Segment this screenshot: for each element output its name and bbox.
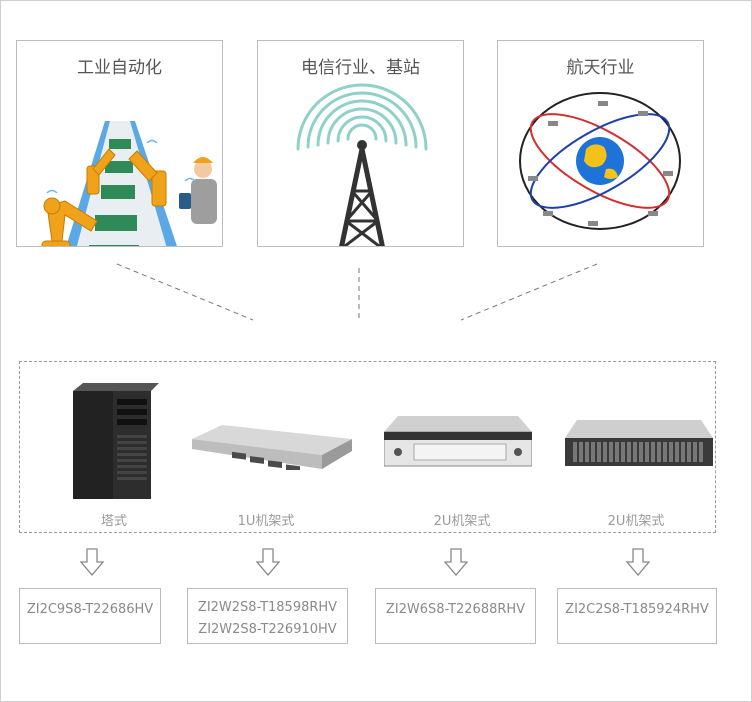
server-label-2u-storage: 2U机架式 [607,514,665,529]
model-name: ZI2W2S8-T18598RHV [197,600,338,615]
rack-2u-server-icon [384,416,532,467]
industry-card-automation: 工业自动化 [16,40,223,247]
model-box-2u-storage: ZI2C2S8-T185924RHV [557,588,717,644]
industry-card-telecom: 电信行业、基站 [257,40,464,247]
model-box-2u: ZI2W6S8-T22688RHV [375,588,536,644]
industry-title: 航天行业 [566,58,635,78]
down-arrow-icon [626,548,650,576]
server-label-tower: 塔式 [100,514,127,529]
model-name: ZI2C2S8-T185924RHV [565,602,709,617]
model-name: ZI2W2S8-T226910HV [198,622,337,637]
model-box-tower: ZI2C9S8-T22686HV [19,588,161,644]
down-arrow-icon [444,548,468,576]
server-label-2u: 2U机架式 [433,514,491,529]
rack-2u-storage-server-icon [565,420,713,466]
industry-title: 工业自动化 [77,58,162,78]
signal-tower-icon [296,83,428,246]
industrial-robot-icon [41,121,217,246]
model-name: ZI2W6S8-T22688RHV [385,602,526,617]
satellite-orbit-icon [519,92,681,230]
server-group [19,361,716,533]
industry-card-aerospace: 航天行业 [497,40,704,247]
down-arrow-icon [256,548,280,576]
tower-server-icon [73,383,159,499]
model-box-1u: ZI2W2S8-T18598RHV ZI2W2S8-T226910HV [187,588,348,644]
down-arrow-icon [80,548,104,576]
industry-title: 电信行业、基站 [301,58,420,78]
server-label-1u: 1U机架式 [237,514,295,529]
model-name: ZI2C9S8-T22686HV [26,602,154,617]
rack-1u-server-icon [192,425,352,470]
